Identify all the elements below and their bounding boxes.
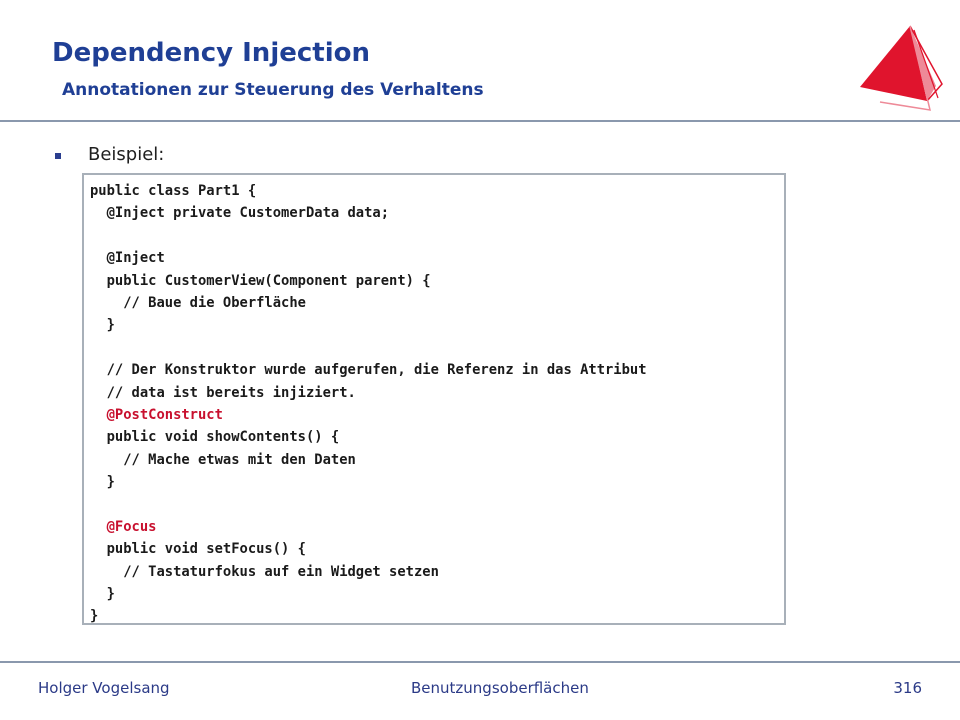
code-line: } (90, 317, 115, 334)
code-line: @Inject (90, 250, 165, 267)
code-line: public void showContents() { (90, 429, 340, 446)
code-line (90, 337, 647, 359)
footer-author: Holger Vogelsang (38, 679, 170, 697)
code-line: // Baue die Oberfläche (90, 294, 306, 311)
code-line: // Tastaturfokus auf ein Widget setzen (90, 563, 439, 580)
code-line (90, 225, 647, 247)
bullet-marker (55, 153, 61, 159)
code-line: public class Part1 { (90, 183, 257, 199)
code-line: } (90, 586, 115, 603)
code-line: @Inject private CustomerData data; (90, 205, 390, 222)
code-line: // Der Konstruktor wurde aufgerufen, die… (90, 362, 647, 379)
slide-title: Dependency Injection (52, 38, 370, 68)
code-line: public void setFocus() { (90, 541, 306, 558)
header-divider (0, 120, 960, 122)
code-line: } (90, 608, 99, 625)
page-number: 316 (893, 679, 922, 697)
code-block: public class Part1 { @Inject private Cus… (82, 173, 786, 625)
code-line: // Mache etwas mit den Daten (90, 451, 356, 468)
bullet-text: Beispiel: (88, 144, 165, 165)
footer-divider (0, 661, 960, 663)
code-line: @PostConstruct (90, 406, 223, 423)
code-line: } (90, 474, 115, 491)
slide-subtitle: Annotationen zur Steuerung des Verhalten… (62, 80, 484, 100)
code-lines: public class Part1 { @Inject private Cus… (90, 180, 647, 625)
code-line (90, 493, 647, 515)
code-line: public CustomerView(Component parent) { (90, 272, 431, 289)
code-line: @Focus (90, 518, 157, 535)
code-line: // data ist bereits injiziert. (90, 384, 356, 401)
footer-course: Benutzungsoberflächen (411, 679, 589, 697)
sail-logo-icon (860, 25, 943, 111)
